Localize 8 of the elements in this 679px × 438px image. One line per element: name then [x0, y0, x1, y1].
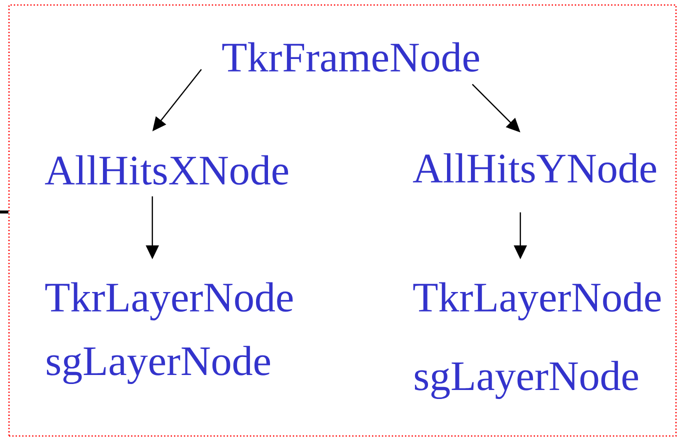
label-text: sgLayerNode	[46, 346, 270, 384]
node-name: AllHitsYNode	[412, 153, 656, 183]
node-name: TkrFrameNode	[222, 42, 480, 72]
node-name: TkrLayerNode	[413, 282, 661, 320]
label-text: sgLayerNode	[414, 360, 638, 400]
node-name: AllHitsXNode	[44, 155, 288, 185]
dotted-frame	[8, 4, 677, 437]
node-name: TkrLayerNode	[45, 282, 293, 320]
